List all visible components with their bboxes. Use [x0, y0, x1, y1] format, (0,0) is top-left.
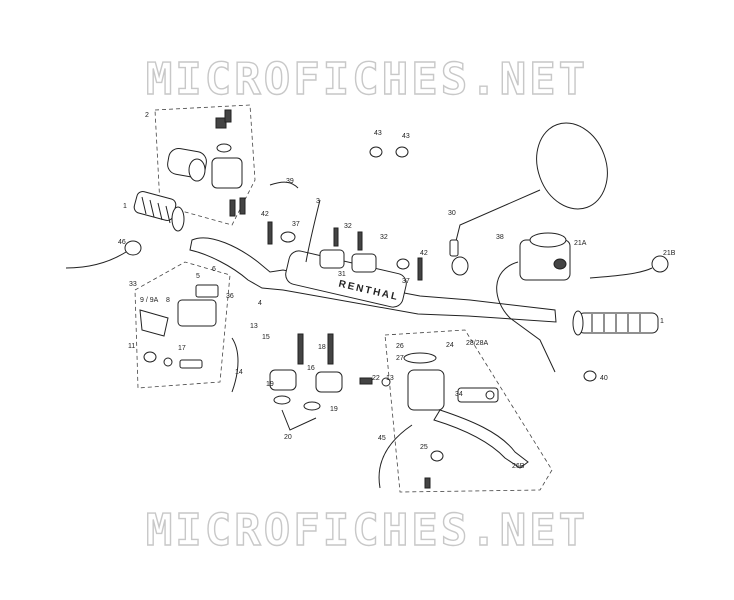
callout-30: 30	[448, 210, 456, 217]
watermark-bottom: MICROFICHES.NET	[145, 504, 589, 556]
callout-26: 26	[396, 343, 404, 350]
bar-clamps	[269, 333, 343, 431]
callout-21b: 21B	[663, 250, 676, 257]
throttle-group-outline	[154, 104, 256, 226]
callout-19-left: 19	[266, 381, 274, 388]
right-grip	[572, 310, 659, 336]
callout-31: 31	[338, 271, 346, 278]
master-cylinder-outline	[134, 261, 231, 389]
callout-28-28a: 28/28A	[466, 340, 489, 347]
callout-34: 34	[455, 391, 463, 398]
callout-8: 8	[166, 297, 170, 304]
kill-switch-21b	[589, 255, 669, 279]
callout-17: 17	[178, 345, 186, 352]
callout-14: 14	[235, 369, 243, 376]
callout-20: 20	[284, 434, 292, 441]
callout-25: 25	[420, 444, 428, 451]
callout-32-left: 32	[344, 223, 352, 230]
callout-13-right: 13	[386, 375, 394, 382]
riser-clamps	[319, 227, 377, 273]
left-grip	[133, 191, 185, 232]
master-cylinder	[139, 284, 239, 393]
callout-32-right: 32	[380, 234, 388, 241]
callout-42-right: 42	[420, 250, 428, 257]
callout-13-left: 13	[250, 323, 258, 330]
callout-27: 27	[396, 355, 404, 362]
callout-37-right: 37	[402, 278, 410, 285]
callout-46: 46	[118, 239, 126, 246]
callout-24: 24	[446, 342, 454, 349]
mirror	[449, 122, 608, 257]
callout-3: 3	[316, 198, 320, 205]
callout-labels: 2 1 46 39 3 42 37 32 32 31 43 43 42 37 3…	[118, 112, 676, 470]
callout-43-left: 43	[374, 130, 382, 137]
watermark-top: MICROFICHES.NET	[145, 53, 589, 105]
callout-9-9a: 9 / 9A	[140, 297, 159, 304]
callout-33: 33	[129, 281, 137, 288]
kill-switch-46	[65, 240, 142, 269]
callout-15: 15	[262, 334, 270, 341]
callout-42-left: 42	[261, 211, 269, 218]
callout-38: 38	[496, 234, 504, 241]
lever-assembly	[378, 352, 529, 489]
callout-37-left: 37	[292, 221, 300, 228]
callout-40: 40	[600, 375, 608, 382]
callout-19-right: 19	[330, 406, 338, 413]
right-switch	[496, 232, 571, 373]
callout-26b: 26B	[512, 463, 525, 470]
callout-43-right: 43	[402, 133, 410, 140]
handlebar: RENTHAL	[189, 237, 557, 323]
callout-4: 4	[258, 300, 262, 307]
throttle-assembly	[167, 109, 246, 217]
callout-6: 6	[212, 266, 216, 273]
callout-21a: 21A	[574, 240, 587, 247]
callout-16: 16	[307, 365, 315, 372]
misc-fittings	[267, 146, 597, 387]
callout-2: 2	[145, 112, 149, 119]
callout-18: 18	[318, 344, 326, 351]
callout-1-right: 1	[660, 318, 664, 325]
callout-5: 5	[196, 273, 200, 280]
callout-39: 39	[286, 178, 294, 185]
lever-group-outline	[384, 329, 553, 493]
callout-1-left: 1	[123, 203, 127, 210]
callout-22: 22	[372, 375, 380, 382]
callout-11: 11	[128, 343, 135, 350]
callout-45: 45	[378, 435, 386, 442]
callout-36: 36	[226, 293, 234, 300]
